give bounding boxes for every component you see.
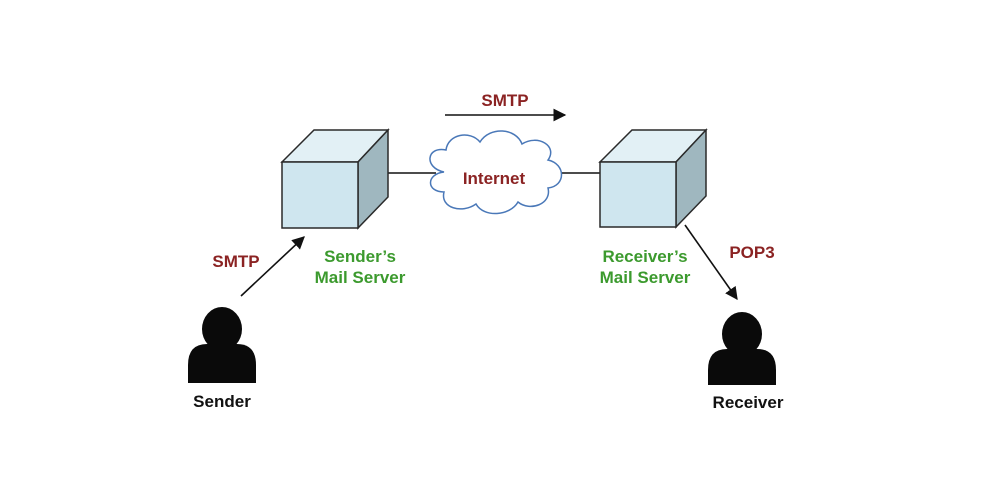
cube-front-face [281,161,359,229]
internet-cloud-icon [429,130,563,215]
cloud-shape [429,130,563,215]
protocol-label-sender-smtp: SMTP [212,252,259,271]
sender-label: Sender [193,392,251,411]
receiver-server-label-line2: Mail Server [600,268,691,287]
internet-label: Internet [463,169,526,188]
protocol-label-internet-smtp: SMTP [481,91,528,110]
person-body [188,344,256,383]
protocol-label-pop3: POP3 [729,243,774,262]
receiver-mail-server-cube-icon [598,128,708,229]
receiver-label: Receiver [713,393,784,412]
arrow-receiver-server-to-receiver [684,224,738,301]
person-head [722,312,762,356]
receiver-server-label-line1: Receiver’s [602,247,687,266]
person-head [202,307,242,351]
arrow-sender-to-sender-server [240,236,305,297]
sender-server-label-line1: Sender’s [324,247,396,266]
sender-server-label-line2: Mail Server [315,268,406,287]
cube-front-face [599,161,677,228]
sender-person-icon [188,307,256,383]
sender-mail-server-cube-icon [280,128,390,230]
person-body [708,349,776,385]
receiver-person-icon [708,312,776,385]
